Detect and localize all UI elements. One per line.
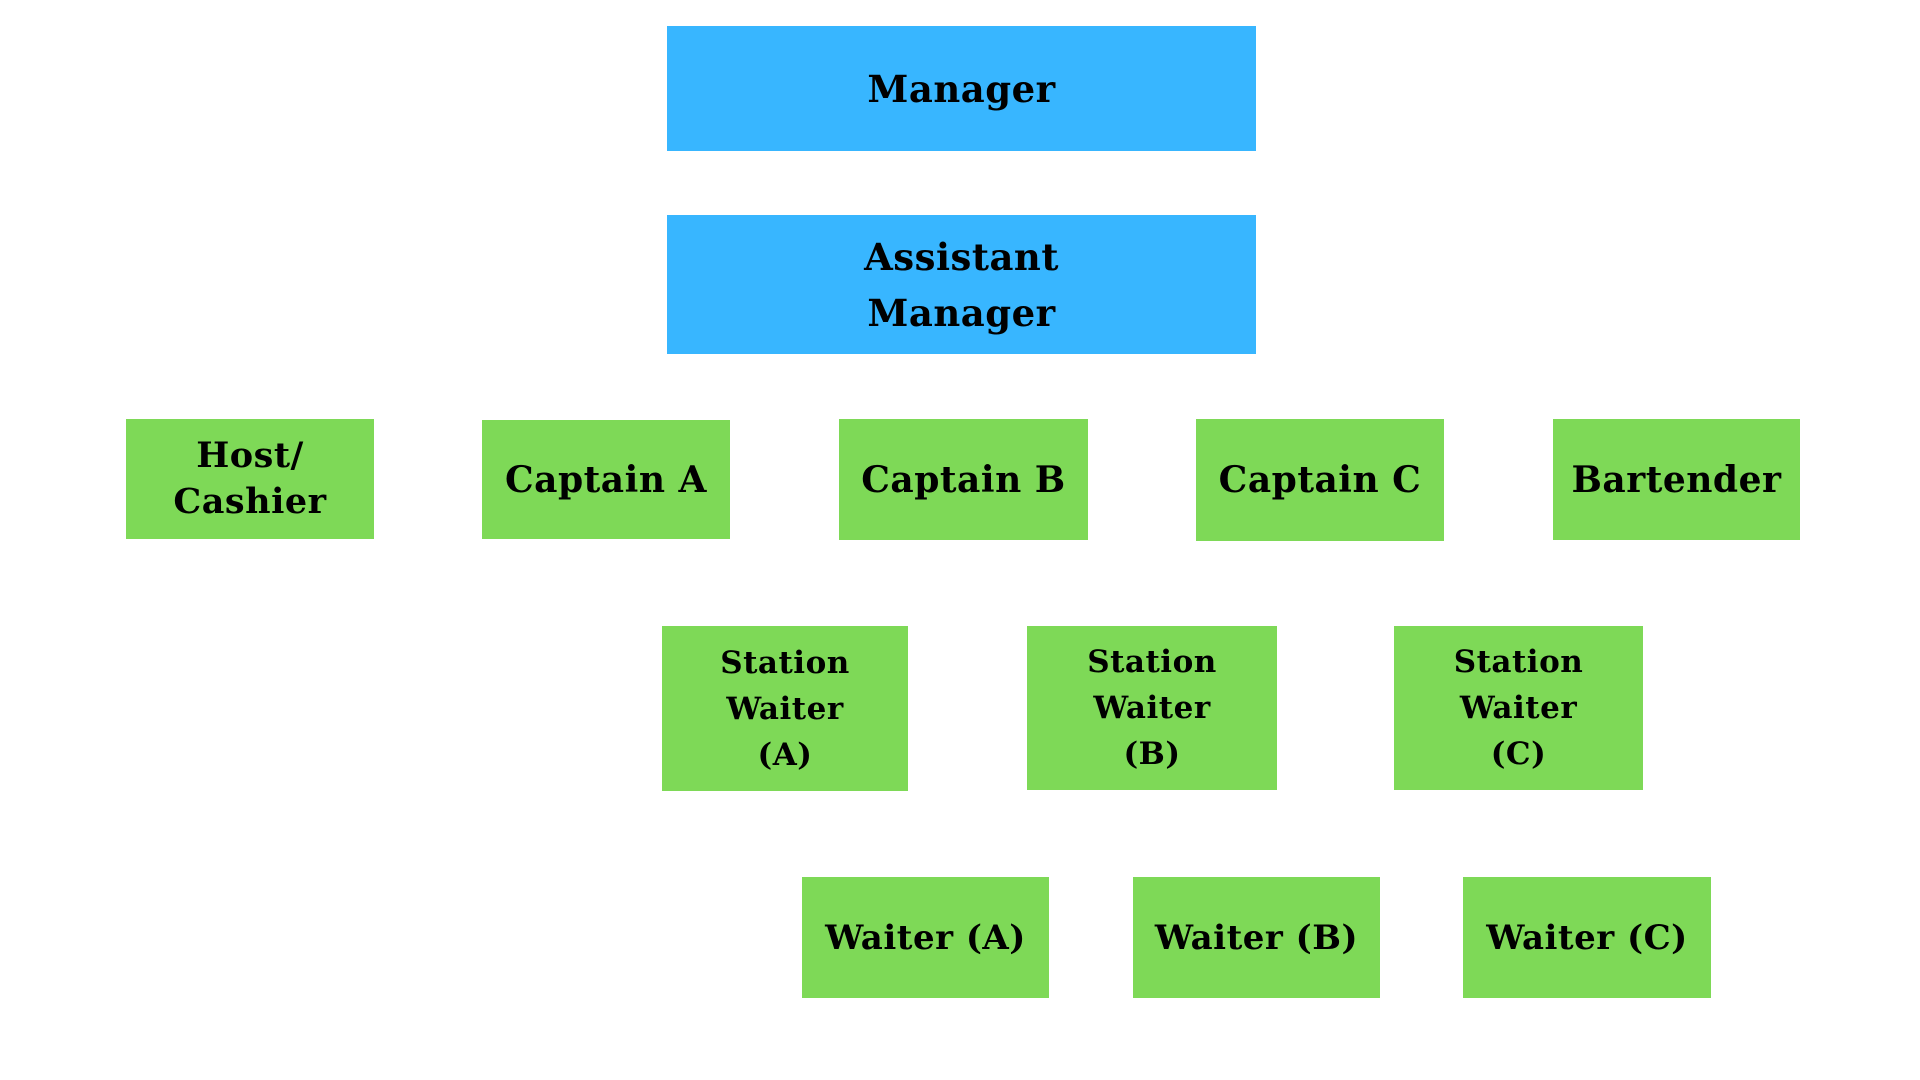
org-node-waiter-c: Waiter (C) [1463,877,1711,998]
org-node-label: Captain A [505,458,707,501]
org-node-label: Captain B [861,458,1066,501]
org-node-label: Station Waiter (C) [1453,644,1584,772]
org-node-label: Waiter (A) [825,917,1026,958]
org-node-station-waiter-b: Station Waiter (B) [1027,626,1277,790]
org-node-assistant-manager: Assistant Manager [667,215,1256,354]
org-node-label: Waiter (C) [1486,917,1688,958]
org-node-captain-c: Captain C [1196,419,1444,541]
org-node-waiter-a: Waiter (A) [802,877,1049,998]
org-node-label: Host/ Cashier [173,435,327,522]
org-node-label: Manager [867,66,1056,111]
org-node-label: Assistant Manager [864,234,1059,335]
org-node-label: Waiter (B) [1154,917,1359,958]
org-node-station-waiter-c: Station Waiter (C) [1394,626,1643,790]
org-node-waiter-b: Waiter (B) [1133,877,1380,998]
org-node-label: Bartender [1571,458,1782,501]
org-node-label: Station Waiter (A) [720,644,850,773]
org-node-bartender: Bartender [1553,419,1800,540]
org-node-manager: Manager [667,26,1256,151]
org-node-host-cashier: Host/ Cashier [126,419,374,539]
org-node-station-waiter-a: Station Waiter (A) [662,626,908,791]
org-node-captain-b: Captain B [839,419,1088,540]
org-node-label: Station Waiter (B) [1087,644,1217,772]
org-node-label: Captain C [1218,459,1422,501]
org-node-captain-a: Captain A [482,420,730,539]
